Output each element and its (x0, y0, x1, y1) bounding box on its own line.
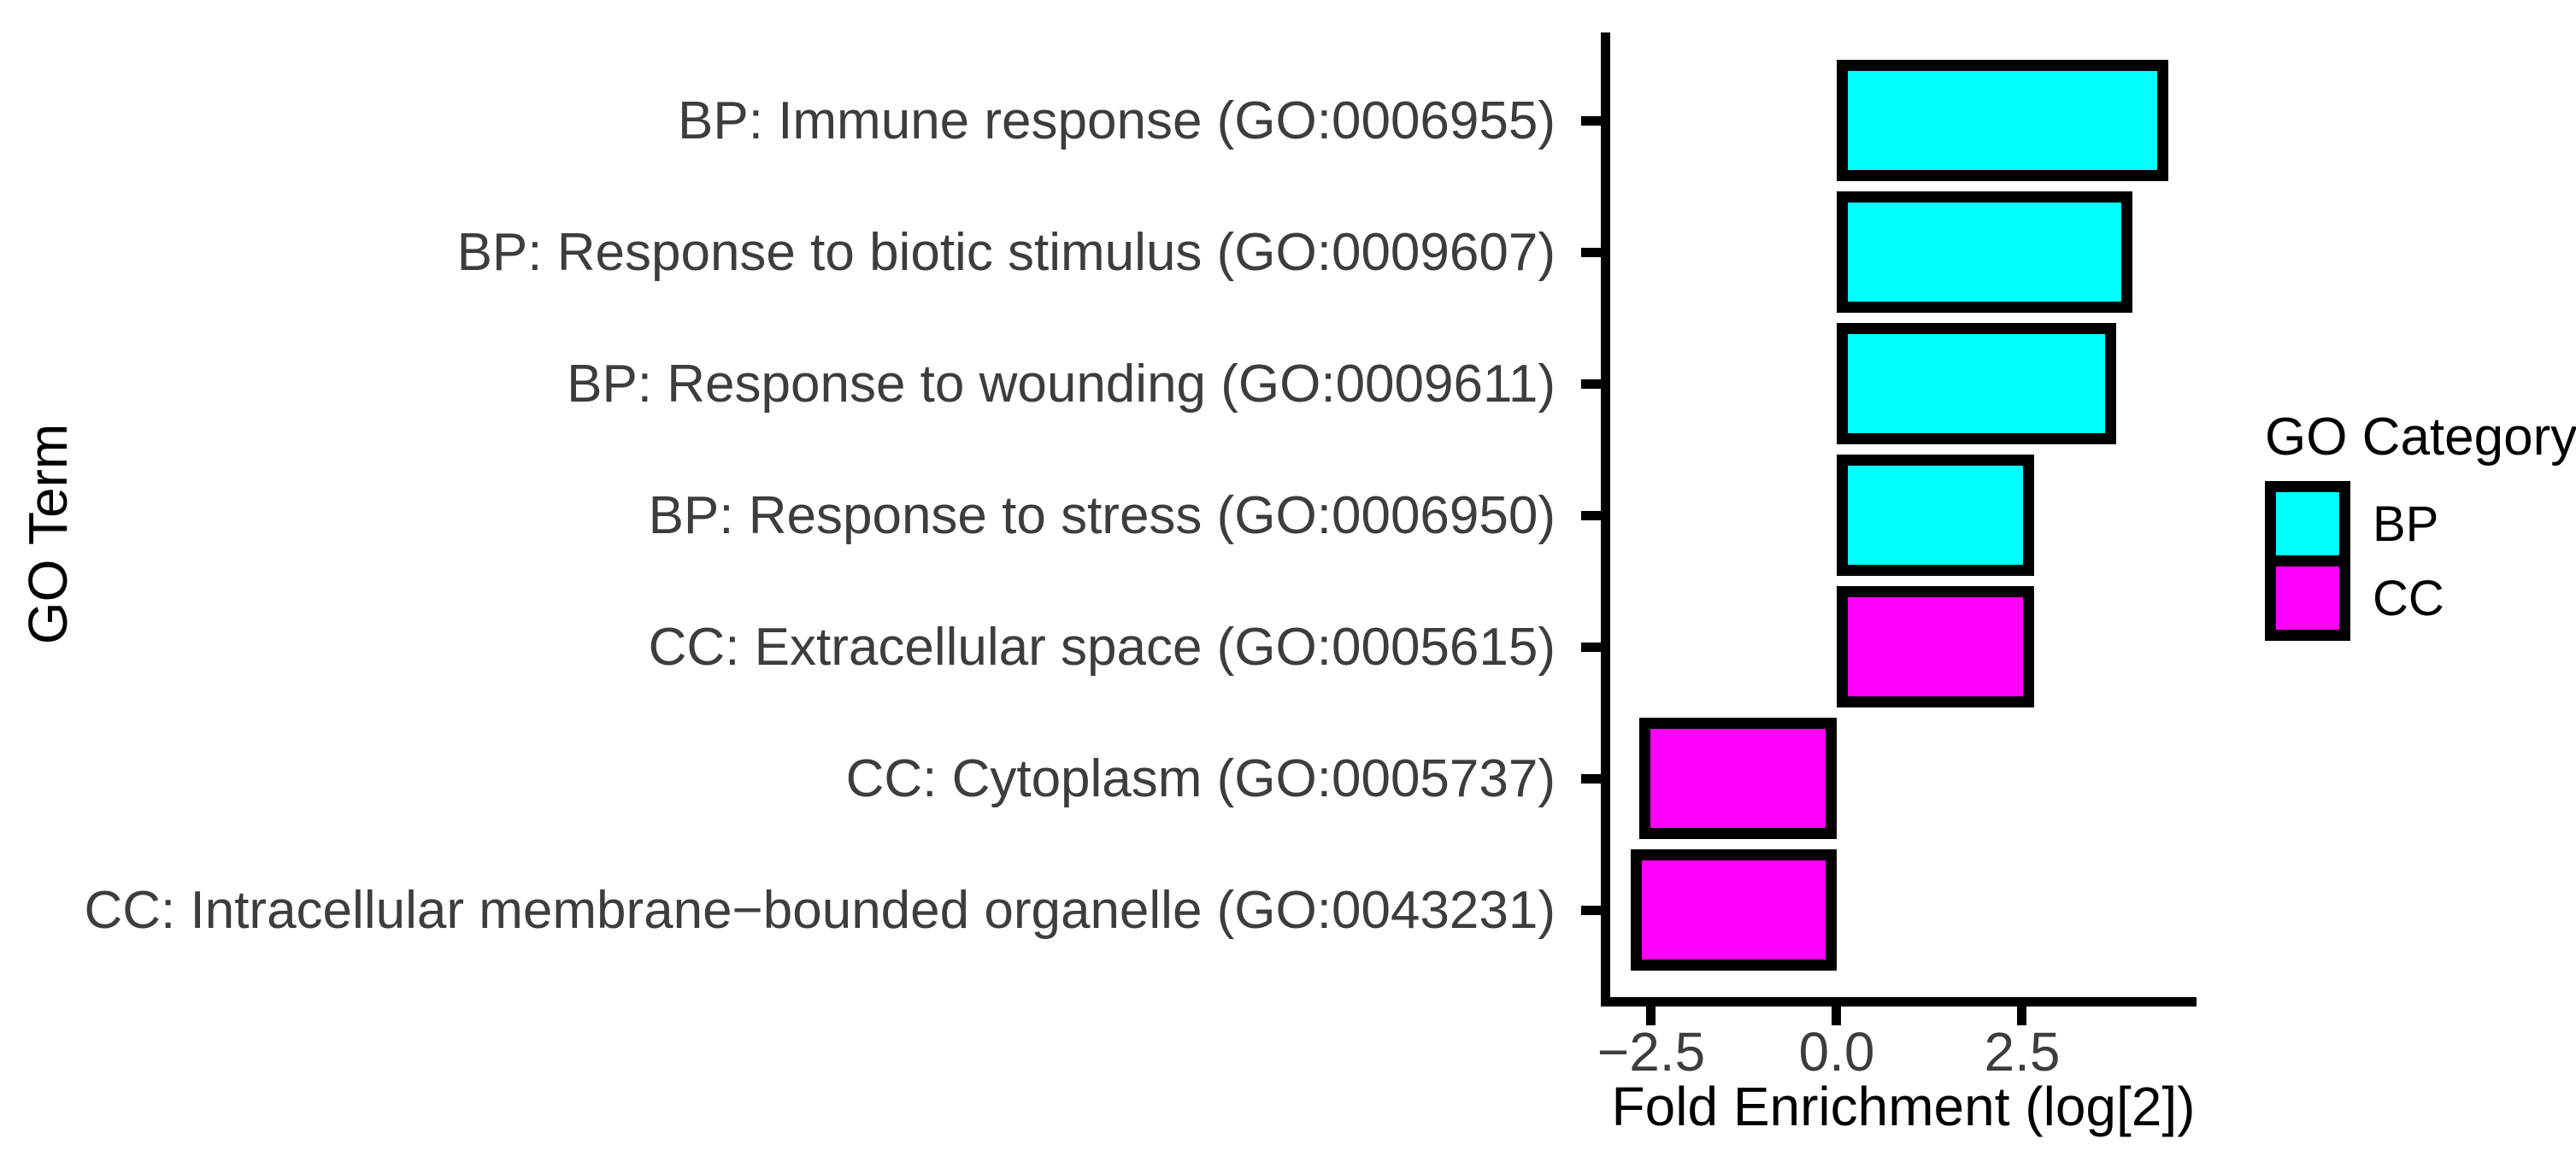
y-axis-tick (1581, 379, 1601, 389)
bar-cc-5 (1639, 718, 1837, 839)
x-axis-tick (1832, 1007, 1841, 1025)
y-axis-tick (1581, 248, 1601, 257)
bar-cc-6 (1631, 849, 1837, 971)
x-axis-tick-label: 0.0 (1798, 1021, 1875, 1083)
bar-cc-4 (1837, 586, 2034, 707)
x-axis-tick-label: 2.5 (1984, 1021, 2061, 1083)
plot-panel (1601, 32, 2197, 1007)
y-label-row: BP: Response to biotic stimulus (GO:0009… (0, 186, 1556, 318)
legend-title: GO Category (2265, 408, 2576, 467)
y-axis-tick (1581, 511, 1601, 520)
x-axis-tick (2017, 1007, 2026, 1025)
y-axis-tick (1581, 774, 1601, 784)
y-axis-tick-label: CC: Extracellular space (GO:0005615) (648, 617, 1556, 677)
y-axis-tick-label: CC: Cytoplasm (GO:0005737) (845, 748, 1556, 808)
x-axis-tick (1646, 1007, 1656, 1025)
bar-bp-1 (1837, 191, 2132, 313)
legend: GO Category BP CC (2265, 407, 2576, 641)
y-axis-tick (1581, 116, 1601, 126)
legend-entry: BP (2265, 481, 2576, 566)
y-axis-tick-label: CC: Intracellular membrane−bounded organ… (84, 880, 1556, 940)
y-axis-tick (1581, 643, 1601, 652)
legend-entry-label: CC (2373, 570, 2444, 626)
y-axis-tick-labels: BP: Immune response (GO:0006955) BP: Resp… (0, 32, 1556, 997)
bar-bp-2 (1837, 323, 2116, 444)
y-label-row: BP: Response to stress (GO:0006950) (0, 449, 1556, 581)
legend-entry: CC (2265, 555, 2576, 641)
y-label-row: CC: Intracellular membrane−bounded organ… (0, 844, 1556, 976)
y-axis-tick (1581, 906, 1601, 915)
y-label-row: CC: Extracellular space (GO:0005615) (0, 581, 1556, 713)
legend-key-cc (2265, 555, 2350, 641)
legend-entries: BP CC (2265, 481, 2576, 641)
x-axis-title: Fold Enrichment (log[2]) (1611, 1076, 2196, 1137)
y-axis-tick-label: BP: Response to wounding (GO:0009611) (567, 354, 1556, 414)
legend-key-bp (2265, 481, 2350, 566)
y-axis-tick-label: BP: Response to stress (GO:0006950) (648, 485, 1556, 545)
y-axis-tick-label: BP: Immune response (GO:0006955) (678, 91, 1556, 150)
y-label-row: CC: Cytoplasm (GO:0005737) (0, 713, 1556, 844)
x-axis-tick-label: −2.5 (1597, 1021, 1706, 1083)
y-label-row: BP: Immune response (GO:0006955) (0, 55, 1556, 186)
y-label-row: BP: Response to wounding (GO:0009611) (0, 318, 1556, 449)
bar-bp-0 (1837, 60, 2168, 181)
y-axis-tick-label: BP: Response to biotic stimulus (GO:0009… (456, 222, 1556, 282)
bars-area (1610, 32, 2197, 997)
legend-entry-label: BP (2373, 496, 2439, 552)
bar-bp-3 (1837, 455, 2034, 576)
